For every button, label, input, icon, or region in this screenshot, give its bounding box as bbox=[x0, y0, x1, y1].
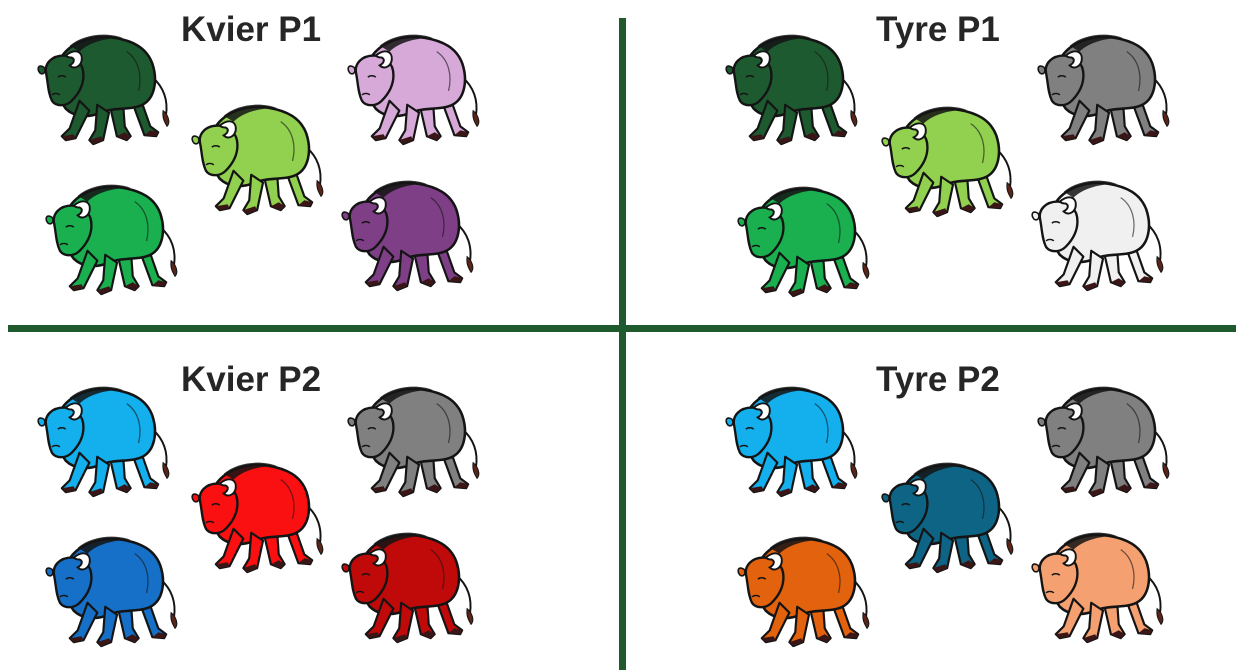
bull-icon-kvier-p2-grey bbox=[346, 382, 494, 500]
bull-icon-kvier-p1-purple bbox=[340, 176, 488, 294]
vertical-divider bbox=[619, 18, 626, 670]
bull-icon-tyre-p1-white bbox=[1030, 176, 1178, 294]
bull-icon-kvier-p1-dark-green bbox=[36, 30, 184, 148]
bull-icon-tyre-p2-light-orange bbox=[1030, 528, 1178, 646]
bull-icon-kvier-p1-green bbox=[44, 180, 192, 298]
bull-icon-tyre-p2-orange bbox=[736, 532, 884, 650]
bull-icon-kvier-p1-light-pink bbox=[346, 30, 494, 148]
bull-icon-tyre-p2-light-blue bbox=[724, 382, 872, 500]
bull-icon-kvier-p2-dark-red bbox=[340, 528, 488, 646]
bull-icon-tyre-p2-grey bbox=[1036, 382, 1184, 500]
bull-icon-tyre-p1-light-green bbox=[880, 102, 1028, 220]
quadrant-title-tyre-p2: Tyre P2 bbox=[876, 362, 1000, 397]
quadrant-title-kvier-p2: Kvier P2 bbox=[181, 362, 321, 397]
bull-icon-tyre-p1-green bbox=[736, 182, 884, 300]
bull-icon-tyre-p2-teal-blue bbox=[880, 458, 1028, 576]
bull-icon-kvier-p1-light-green bbox=[190, 100, 338, 218]
bull-icon-kvier-p2-light-blue bbox=[36, 382, 184, 500]
quadrant-title-kvier-p1: Kvier P1 bbox=[181, 12, 321, 47]
quadrant-title-tyre-p1: Tyre P1 bbox=[876, 12, 1000, 47]
bull-icon-tyre-p1-dark-green bbox=[724, 30, 872, 148]
horizontal-divider bbox=[8, 325, 1236, 332]
bull-icon-kvier-p2-red bbox=[190, 458, 338, 576]
bull-icon-tyre-p1-grey bbox=[1036, 30, 1184, 148]
bull-icon-kvier-p2-blue bbox=[44, 532, 192, 650]
